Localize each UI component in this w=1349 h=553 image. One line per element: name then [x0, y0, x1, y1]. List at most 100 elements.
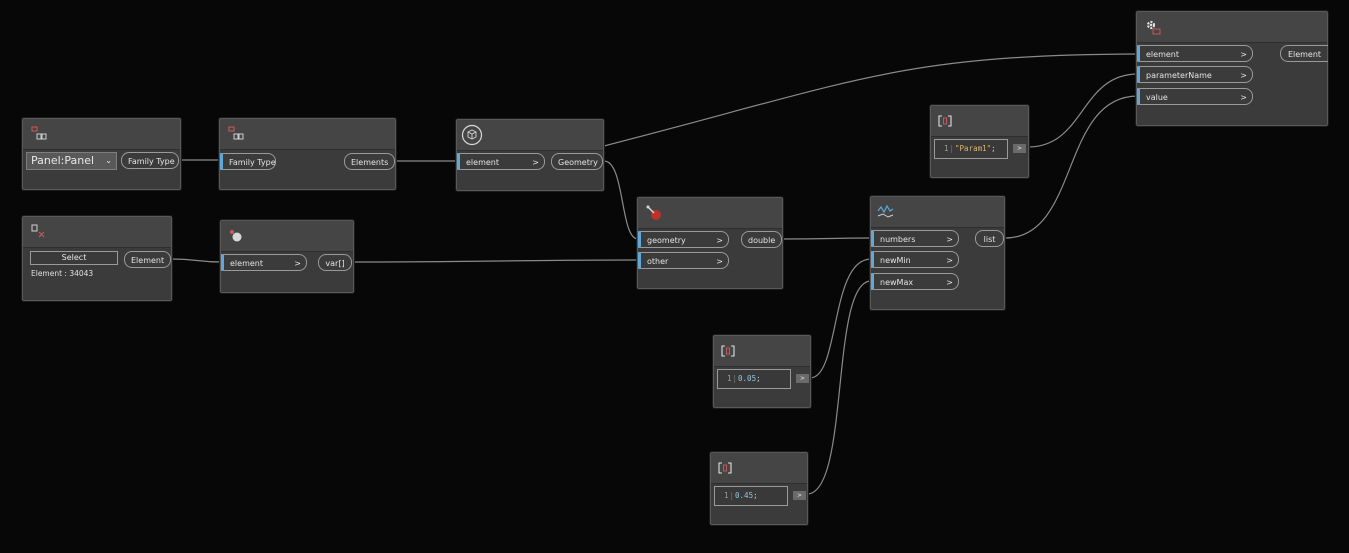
remap-range-node[interactable]: numbers > newMin > newMax > list [870, 196, 1005, 310]
node-header[interactable] [220, 119, 395, 150]
code-block-icon [721, 345, 735, 357]
input-port-family-type[interactable]: Family Type [220, 153, 276, 170]
port-arrow-icon: > [716, 257, 723, 266]
input-port-value[interactable]: value > [1137, 88, 1253, 105]
wire-geometry-to-distance [603, 160, 639, 240]
port-arrow-icon: > [946, 278, 953, 287]
set-parameter-by-name-node[interactable]: element > parameterName > value > Elemen… [1136, 11, 1328, 126]
port-label: element [1146, 50, 1179, 59]
output-port-element[interactable]: Element [124, 251, 171, 268]
node-header[interactable] [1137, 12, 1327, 43]
geometry-distance-node[interactable]: geometry > other > double [637, 197, 783, 289]
output-port-geometry[interactable]: Geometry [551, 153, 603, 170]
port-arrow-icon: > [946, 256, 953, 265]
family-type-dropdown[interactable]: Panel:Panel ⌄ [26, 152, 117, 170]
input-port-numbers[interactable]: numbers > [871, 230, 959, 247]
code-text: "Param1" [955, 144, 992, 153]
distance-icon [646, 205, 661, 220]
code-block-icon [938, 115, 952, 127]
line-number: 1 [724, 491, 729, 500]
node-header[interactable] [711, 453, 807, 484]
output-port-elements[interactable]: Elements [344, 153, 395, 170]
port-arrow-icon: > [1240, 71, 1247, 80]
node-header[interactable] [221, 221, 353, 252]
port-arrow-icon: > [1240, 50, 1247, 59]
code-semicolon: ; [753, 491, 758, 500]
wire-location-to-distance [353, 259, 639, 263]
set-parameter-icon [1146, 20, 1161, 35]
input-port-newmax[interactable]: newMax > [871, 273, 959, 290]
output-port[interactable]: > [796, 374, 809, 383]
family-types-icon [31, 126, 47, 140]
output-port-family-type[interactable]: Family Type [121, 152, 179, 169]
element-location-node[interactable]: element > var[] [220, 220, 354, 293]
output-port-double[interactable]: double [741, 231, 782, 248]
code-block-icon [718, 462, 732, 474]
node-header[interactable] [638, 198, 782, 229]
input-port-newmin[interactable]: newMin > [871, 251, 959, 268]
input-port-parametername[interactable]: parameterName > [1137, 66, 1253, 83]
port-label: parameterName [1146, 71, 1212, 80]
code-editor[interactable]: 1|"Param1"; [934, 139, 1008, 159]
output-port-var[interactable]: var[] [318, 254, 352, 271]
family-types-node[interactable]: Panel:Panel ⌄ Family Type [22, 118, 181, 190]
port-arrow-icon: > [1240, 93, 1247, 102]
chevron-down-icon: ⌄ [105, 156, 112, 165]
wire-geometry-to-set [603, 53, 1139, 147]
port-label: Family Type [229, 158, 276, 167]
select-element-icon [31, 224, 45, 238]
node-header[interactable] [23, 119, 180, 150]
port-label: element [230, 259, 263, 268]
node-header[interactable] [714, 336, 810, 367]
element-geometry-node[interactable]: element > Geometry [456, 119, 604, 191]
wire-param-to-name [1027, 73, 1139, 148]
port-label: value [1146, 93, 1168, 102]
wire-distance-to-numbers [781, 237, 872, 240]
port-label: numbers [880, 235, 916, 244]
port-label: newMax [880, 278, 914, 287]
port-label: geometry [647, 236, 686, 245]
line-number: 1 [727, 374, 732, 383]
selected-element-status: Element : 34043 [31, 269, 94, 278]
all-elements-of-family-type-node[interactable]: Family Type Elements [219, 118, 396, 190]
code-text: 0.45 [735, 491, 754, 500]
output-port[interactable]: > [1013, 144, 1026, 153]
wire-min-to-newmin [809, 258, 872, 379]
wire-max-to-newmax [806, 280, 872, 495]
code-block-min-node[interactable]: 1|0.05; > [713, 335, 811, 408]
remap-range-icon [877, 204, 894, 218]
select-model-element-node[interactable]: Select Element : 34043 Element [22, 216, 172, 301]
input-port-geometry[interactable]: geometry > [638, 231, 729, 248]
code-block-param-node[interactable]: 1|"Param1"; > [930, 105, 1029, 178]
wire-select-to-location [171, 258, 223, 263]
node-header[interactable] [931, 106, 1028, 137]
port-arrow-icon: > [532, 158, 539, 167]
code-semicolon: ; [991, 144, 996, 153]
element-geometry-icon [461, 124, 483, 146]
element-location-icon [230, 230, 242, 242]
output-port[interactable]: > [793, 491, 806, 500]
code-block-max-node[interactable]: 1|0.45; > [710, 452, 808, 525]
all-elements-icon [228, 126, 244, 140]
port-arrow-icon: > [946, 235, 953, 244]
input-port-element[interactable]: element > [1137, 45, 1253, 62]
code-text: 0.05 [738, 374, 757, 383]
input-port-element[interactable]: element > [457, 153, 545, 170]
node-header[interactable] [23, 217, 171, 248]
output-port-list[interactable]: list [975, 230, 1004, 247]
port-label: other [647, 257, 669, 266]
port-arrow-icon: > [716, 236, 723, 245]
code-editor[interactable]: 1|0.05; [717, 369, 791, 389]
select-button[interactable]: Select [30, 251, 118, 265]
code-editor[interactable]: 1|0.45; [714, 486, 788, 506]
port-label: element [466, 158, 499, 167]
input-port-other[interactable]: other > [638, 252, 729, 269]
code-semicolon: ; [756, 374, 761, 383]
input-port-element[interactable]: element > [221, 254, 307, 271]
node-header[interactable] [871, 197, 1004, 228]
port-label: newMin [880, 256, 911, 265]
port-arrow-icon: > [294, 259, 301, 268]
output-port-element[interactable]: Element [1280, 45, 1328, 62]
dropdown-value: Panel:Panel [31, 154, 95, 167]
